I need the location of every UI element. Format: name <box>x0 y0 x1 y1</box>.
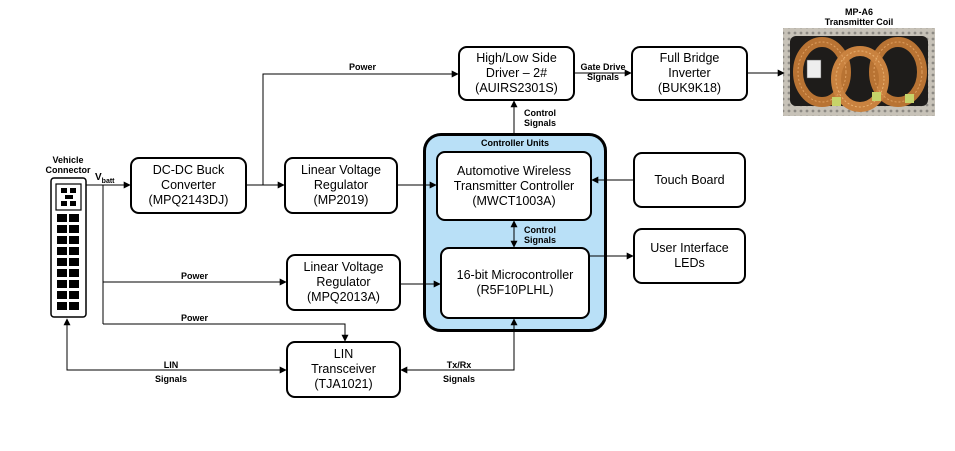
controller-units-group <box>423 133 607 332</box>
driver-line3: (AUIRS2301S) <box>475 81 558 95</box>
txrx-line2: Signals <box>442 374 475 384</box>
wtc-line2: Transmitter Controller <box>453 178 575 193</box>
connector-pin <box>69 269 79 277</box>
ui-line2: LEDs <box>674 256 705 270</box>
wtc-line3: (MWCT1003A) <box>472 193 556 208</box>
gate-drive-label: Gate Drive Signals <box>575 62 631 82</box>
touch-board-block: Touch Board <box>633 152 746 208</box>
bridge-line1: Full Bridge <box>659 51 720 65</box>
connection-lines <box>63 69 785 374</box>
linreg1-line2: Regulator <box>313 178 369 192</box>
high-low-side-driver-block: High/Low Side Driver – 2# (AUIRS2301S) <box>458 46 575 101</box>
vehicle-connector-line2: Connector <box>45 165 91 175</box>
wtc-line1: Automotive Wireless <box>457 163 571 178</box>
lintrx-line2: Transceiver <box>311 362 376 376</box>
connector-pin <box>57 291 67 299</box>
microcontroller-block: 16-bit Microcontroller (R5F10PLHL) <box>440 247 590 319</box>
linreg1-line3: (MP2019) <box>313 193 369 207</box>
linreg1-line1: Linear Voltage <box>301 163 381 177</box>
coil-title-line2: Transmitter Coil <box>824 17 894 27</box>
linreg2-line3: (MPQ2013A) <box>307 290 380 304</box>
mcu-line1: 16-bit Microcontroller <box>456 268 574 282</box>
connector-pin <box>57 280 67 288</box>
linear-regulator-mpq2013a-block: Linear Voltage Regulator (MPQ2013A) <box>286 254 401 311</box>
connector-pin <box>57 269 67 277</box>
lin-transceiver-block: LIN Transceiver (TJA1021) <box>286 341 401 398</box>
dcdc-buck-converter-block: DC-DC Buck Converter (MPQ2143DJ) <box>130 157 247 214</box>
connector-pin <box>69 225 79 233</box>
control-mid-line2: Signals <box>523 235 556 245</box>
connector-pin <box>69 247 79 255</box>
txrx-line1: Tx/Rx <box>446 360 472 370</box>
connector-pin <box>57 258 67 266</box>
driver-line1: High/Low Side <box>476 51 557 65</box>
driver-line2: Driver – 2# <box>485 66 548 80</box>
dcdc-line3: (MPQ2143DJ) <box>148 193 229 207</box>
coil-title-line1: MP-A6 <box>844 7 873 17</box>
power-label-top: Power <box>349 62 377 72</box>
touch-line1: Touch Board <box>654 172 725 187</box>
lin-signals-line2: Signals <box>154 374 187 384</box>
connector-pin <box>69 236 79 244</box>
connector-pin <box>57 302 67 310</box>
user-interface-leds-block: User Interface LEDs <box>633 228 746 284</box>
power-label-mid: Power <box>181 271 209 281</box>
connector-pin <box>57 236 67 244</box>
connector-pin <box>69 302 79 310</box>
control-signals-mid-label: Control Signals <box>518 225 562 245</box>
controller-units-title: Controller Units <box>480 138 549 148</box>
vehicle-connector <box>50 177 87 318</box>
linreg2-line1: Linear Voltage <box>303 260 384 274</box>
transmitter-coil-image <box>783 28 935 116</box>
coil-title: MP-A6 Transmitter Coil <box>809 7 909 27</box>
ui-line1: User Interface <box>650 241 729 255</box>
dcdc-line2: Converter <box>161 178 216 192</box>
bridge-line3: (BUK9K18) <box>657 81 722 95</box>
gate-drive-line2: Signals <box>586 72 619 82</box>
connector-pin <box>69 291 79 299</box>
vehicle-connector-line1: Vehicle <box>52 155 84 165</box>
gate-drive-line1: Gate Drive <box>580 62 626 72</box>
connector-pin <box>69 258 79 266</box>
connector-pin <box>57 247 67 255</box>
vbatt-label: Vbatt <box>95 173 115 187</box>
control-top-line1: Control <box>524 108 556 118</box>
connector-pin <box>69 280 79 288</box>
vbatt-sub: batt <box>101 178 115 185</box>
lin-signals-line1: LIN <box>163 360 179 370</box>
connector-pin <box>57 225 67 233</box>
dcdc-line1: DC-DC Buck <box>152 163 225 177</box>
connector-pin <box>57 214 67 222</box>
control-signals-top-label: Control Signals <box>518 108 562 128</box>
wireless-transmitter-controller-block: Automotive Wireless Transmitter Controll… <box>436 151 592 221</box>
control-top-line2: Signals <box>523 118 556 128</box>
full-bridge-inverter-block: Full Bridge Inverter (BUK9K18) <box>631 46 748 101</box>
connector-pin <box>69 214 79 222</box>
mcu-line2: (R5F10PLHL) <box>476 283 554 297</box>
power-label-low: Power <box>181 313 209 323</box>
lintrx-line3: (TJA1021) <box>314 377 373 391</box>
txrx-signals-label: Tx/Rx Signals <box>434 360 484 384</box>
linear-regulator-mp2019-block: Linear Voltage Regulator (MP2019) <box>284 157 398 214</box>
control-mid-line1: Control <box>524 225 556 235</box>
bridge-line2: Inverter <box>668 66 711 80</box>
linreg2-line2: Regulator <box>316 275 371 289</box>
lin-signals-label: LIN Signals <box>146 360 196 384</box>
lintrx-line1: LIN <box>333 347 354 361</box>
vehicle-connector-title: Vehicle Connector <box>33 155 103 175</box>
vbatt-main: V <box>95 172 102 183</box>
